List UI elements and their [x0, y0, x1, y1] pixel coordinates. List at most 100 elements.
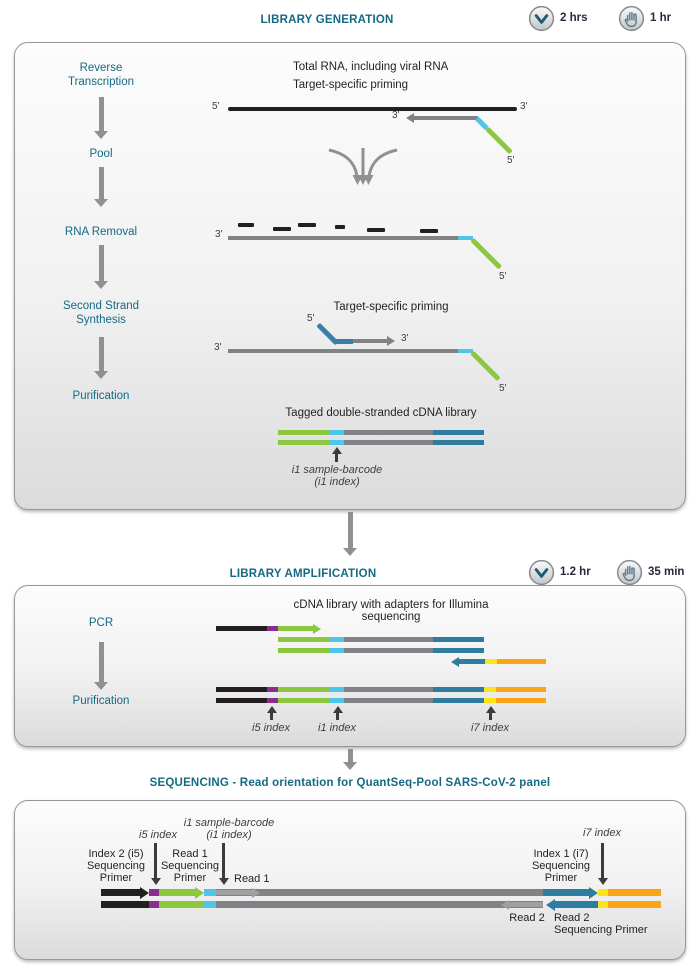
ds-cdna-top-strand	[278, 430, 484, 435]
linker-segment	[278, 626, 313, 631]
step-pcr: PCR	[88, 617, 114, 629]
rna-fragment	[298, 223, 316, 227]
i5-pointer-arrow-icon	[150, 843, 161, 885]
panel-connector-arrow-icon	[343, 512, 357, 556]
flow-arrow-down-icon	[94, 337, 108, 379]
arrowhead-left-icon	[451, 656, 459, 667]
i1-barcode-segment	[458, 349, 473, 353]
amplified-library-strand	[216, 698, 546, 703]
library-amplification-panel: PCR Purification cDNA library with adapt…	[14, 585, 686, 747]
first-strand-cdna-bar	[228, 349, 458, 353]
arrowhead-right-icon	[140, 886, 149, 899]
hand-icon	[616, 559, 643, 586]
rna-strand-bar	[228, 107, 517, 111]
linker-segment	[159, 889, 195, 896]
flow-arrow-down-icon	[94, 97, 108, 139]
reverse-pcr-primer	[451, 656, 546, 667]
step-rna-removal: RNA Removal	[64, 226, 138, 238]
p5-adapter-segment	[216, 626, 267, 631]
read2-linker-segment	[555, 901, 598, 908]
i7-index-segment	[484, 687, 496, 692]
five-prime-label: 5'	[499, 383, 507, 394]
target-specific-priming-caption: Target-specific priming	[333, 301, 449, 313]
linker-segment	[278, 430, 329, 435]
read2-linker-segment	[433, 637, 484, 642]
arrowhead-right-icon	[589, 886, 598, 899]
linker-segment	[159, 901, 204, 908]
i1-barcode-segment	[329, 430, 344, 435]
arrowhead-left-icon	[406, 113, 414, 123]
step-purification: Purification	[72, 695, 130, 707]
read1-label: Read 1	[234, 873, 270, 885]
library-generation-panel: Reverse Transcription Pool RNA Removal S…	[14, 42, 686, 510]
clock-icon	[528, 5, 555, 32]
amplified-library-strand	[216, 687, 546, 692]
i7-pointer-arrow-icon	[485, 706, 496, 720]
i1-barcode-segment	[329, 698, 344, 703]
hand-icon	[618, 5, 645, 32]
insert-segment	[344, 637, 433, 642]
i1-pointer-arrow-icon	[332, 706, 343, 720]
cdna-library-caption: cDNA library with adapters for Illumina …	[293, 599, 489, 623]
insert-segment	[344, 648, 433, 653]
i7-index-segment	[598, 889, 608, 896]
cdna-template-strand	[278, 637, 484, 642]
read2-linker-segment	[433, 687, 484, 692]
clock-icon	[528, 559, 555, 586]
insert-segment	[216, 901, 543, 908]
first-strand-primer-arrow	[406, 113, 478, 123]
five-prime-label: 5'	[507, 155, 515, 166]
linker-segment	[278, 440, 329, 445]
i5-index-segment	[267, 626, 278, 631]
step-purification: Purification	[72, 390, 130, 402]
i5-index-label: i5 index	[252, 722, 290, 734]
linker-segment	[278, 637, 329, 642]
ds-cdna-bottom-strand	[278, 440, 484, 445]
insert-segment	[344, 698, 433, 703]
i1-barcode-segment	[329, 440, 344, 445]
read2-label: Read 2	[509, 912, 545, 924]
sequencing-bottom-strand	[101, 898, 661, 911]
arrowhead-right-icon	[195, 886, 204, 899]
p5-adapter-segment	[101, 889, 140, 896]
i7-index-label: i7 index	[583, 827, 621, 839]
p5-adapter-segment	[101, 901, 149, 908]
read2-linker-segment	[433, 430, 484, 435]
i1-pointer-arrow-icon	[218, 843, 229, 885]
i1-barcode-segment	[204, 901, 216, 908]
panel-connector-arrow-icon	[343, 749, 357, 770]
i5-pointer-arrow-icon	[266, 706, 277, 720]
three-prime-label: 3'	[392, 110, 400, 121]
arrowhead-right-icon	[387, 336, 395, 346]
three-prime-label: 3'	[215, 229, 223, 240]
linker-segment	[278, 698, 329, 703]
read2-linker-segment	[543, 889, 589, 896]
i5-index-segment	[149, 901, 159, 908]
forward-pcr-primer	[216, 623, 321, 634]
insert-segment	[344, 687, 433, 692]
i1-barcode-label: i1 sample-barcode	[183, 817, 275, 829]
first-strand-cdna-bar	[228, 236, 458, 240]
i1-index-label: i1 index	[318, 722, 356, 734]
arrowhead-right-icon	[313, 623, 321, 634]
rna-fragment	[420, 229, 438, 233]
read2-extension-segment	[509, 902, 543, 907]
arrowhead-left-icon	[501, 899, 509, 910]
i5-index-segment	[267, 698, 278, 703]
i1-barcode-label: i1 sample-barcode	[291, 464, 383, 476]
five-prime-label: 5'	[499, 271, 507, 282]
i7-pointer-arrow-icon	[597, 843, 608, 885]
i1-index-label: (i1 index)	[206, 829, 252, 841]
i1-barcode-segment	[204, 889, 216, 896]
second-strand-extension-arrow	[353, 336, 395, 346]
i1-index-label: (i1 index)	[314, 476, 360, 488]
arrowhead-right-icon	[252, 887, 260, 898]
target-specific-priming-caption: Target-specific priming	[293, 79, 409, 91]
sequencing-top-strand	[101, 886, 661, 899]
i7-index-label: i7 index	[471, 722, 509, 734]
read2-linker-segment	[459, 659, 485, 664]
tagged-library-caption: Tagged double-stranded cDNA library	[285, 407, 477, 419]
library-amplification-title: LIBRARY AMPLIFICATION	[229, 568, 377, 580]
insert-segment	[216, 889, 543, 896]
